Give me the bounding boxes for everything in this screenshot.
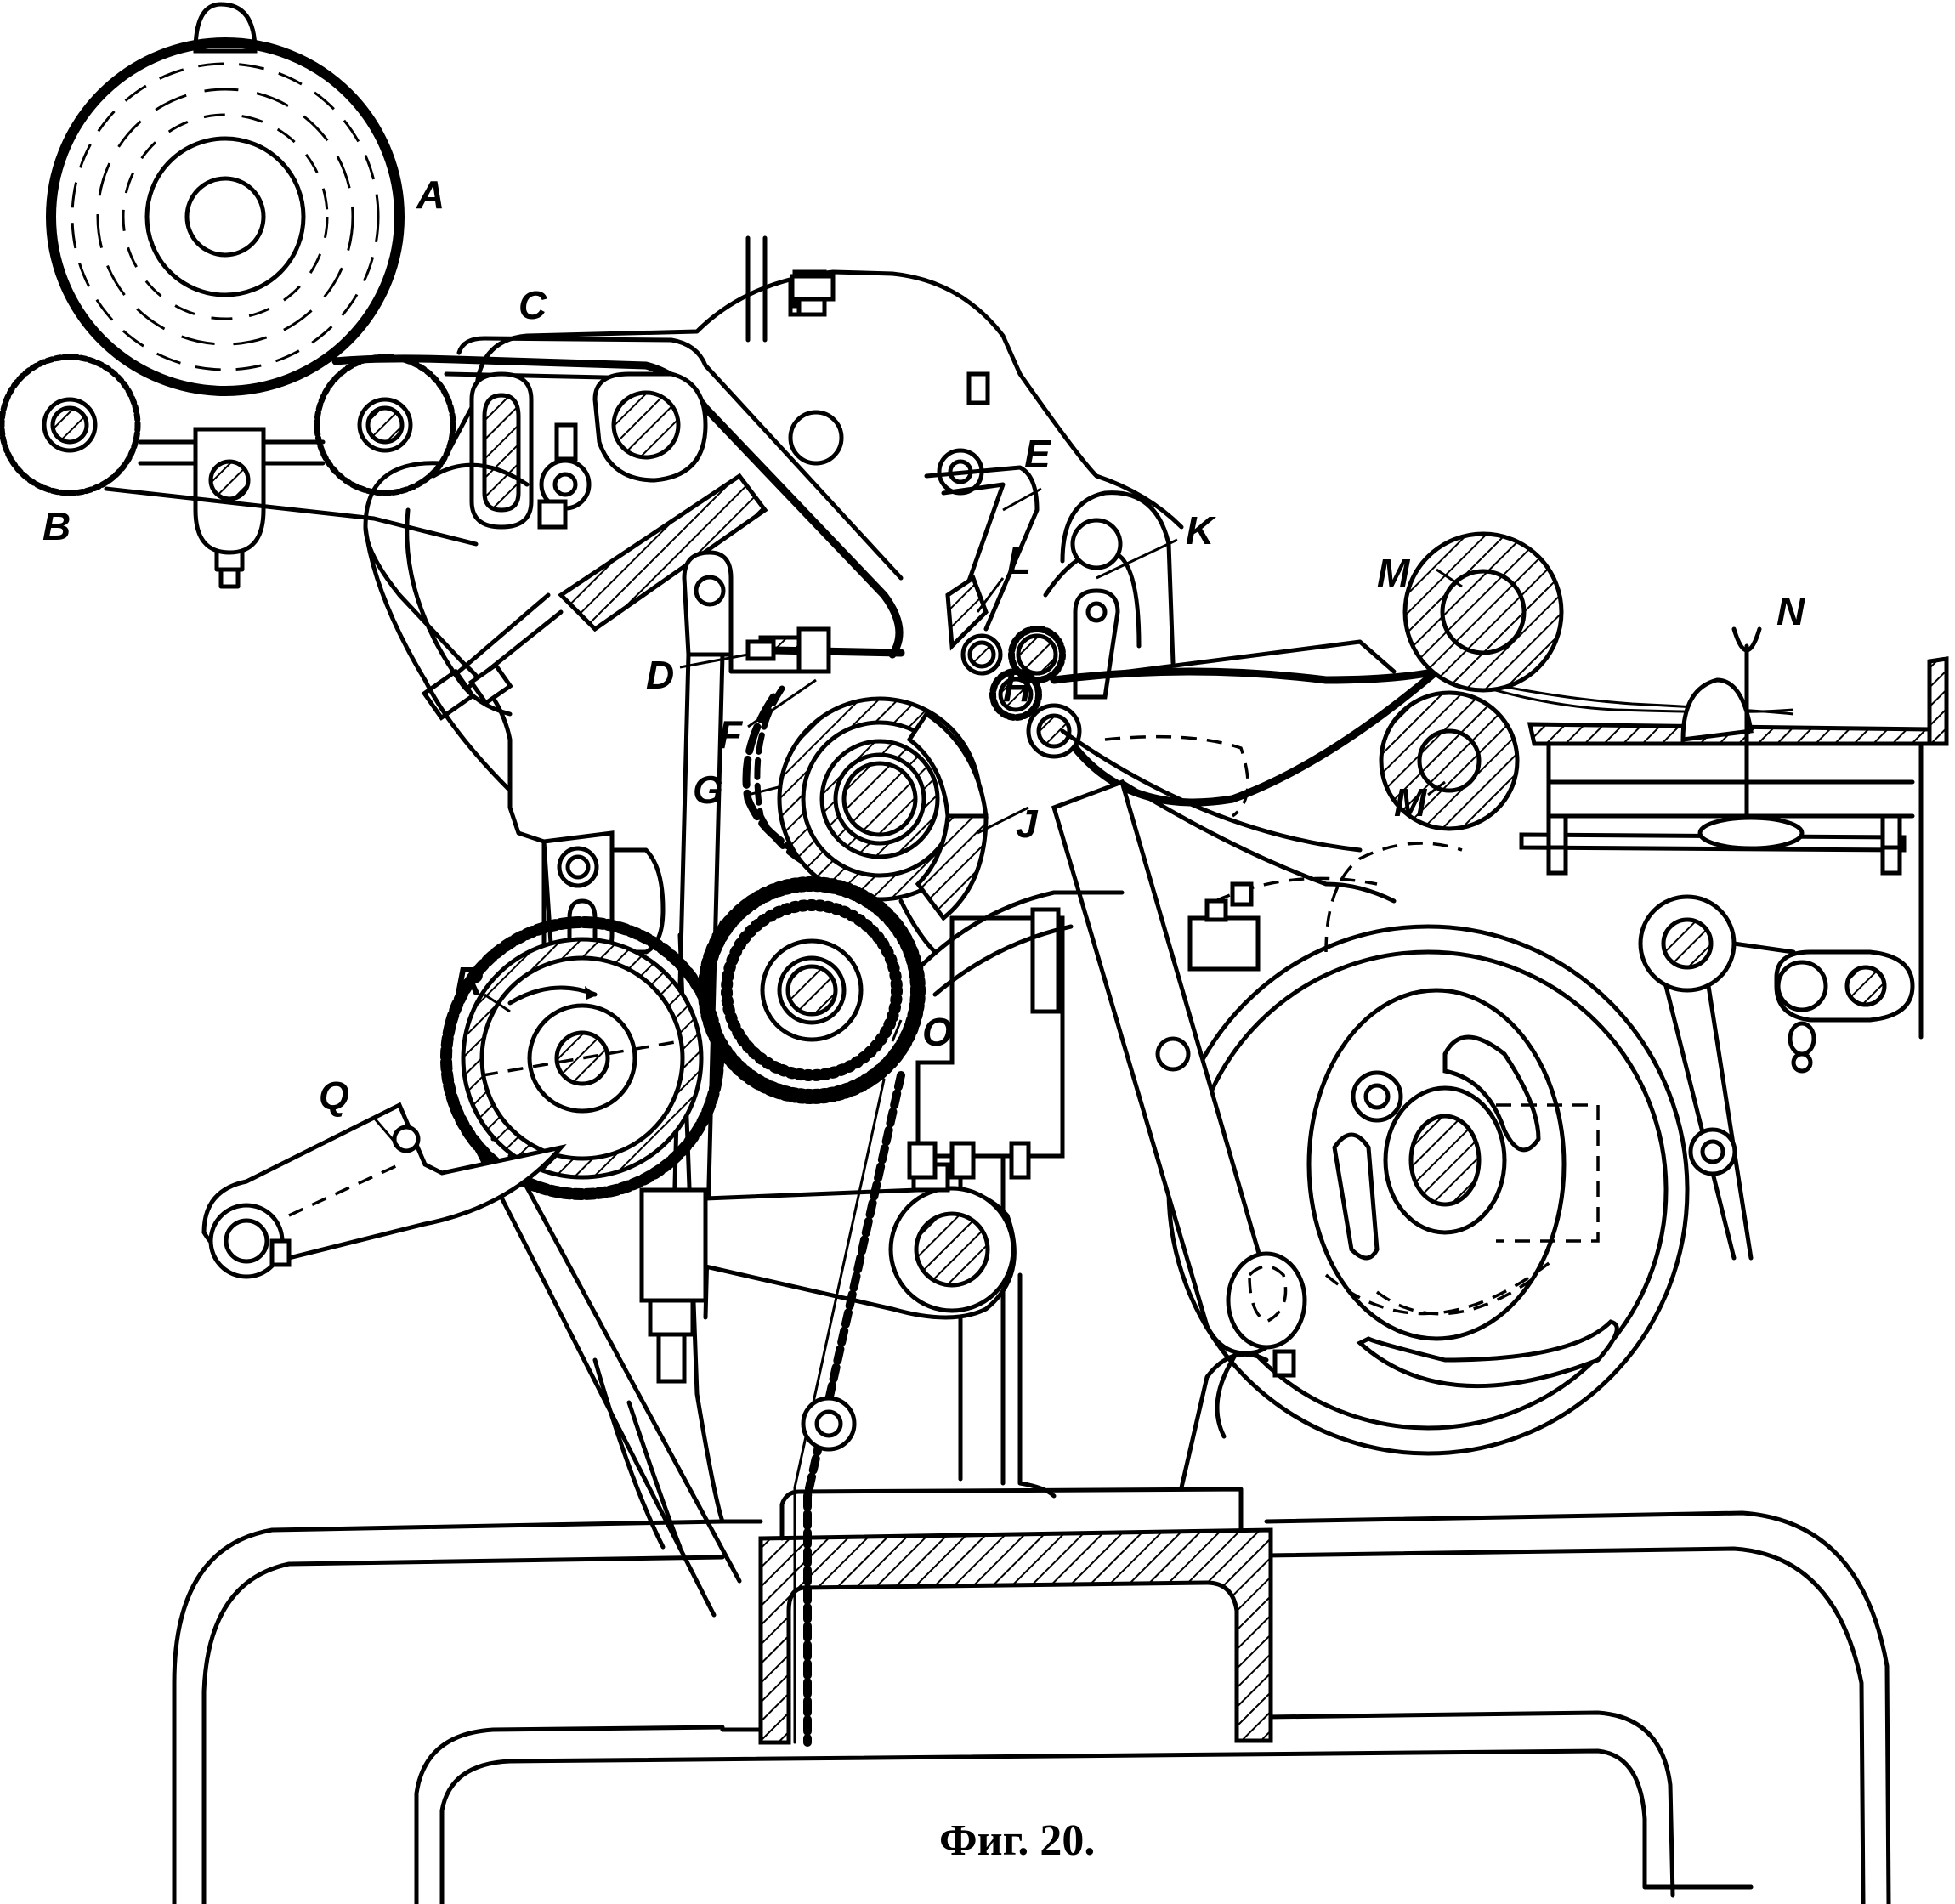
label-e: E (1024, 432, 1051, 476)
cam-bracket (915, 890, 1125, 997)
machine-base-stand (172, 1510, 1891, 1904)
knife-bar (745, 626, 905, 674)
roll-a (46, 2, 405, 396)
gear-r (440, 916, 724, 1200)
plate-j (898, 813, 989, 955)
drive-chain (793, 1071, 905, 1747)
top-adjusting-screw (790, 269, 836, 317)
label-leaders (372, 487, 1463, 1148)
cam-disc (1166, 842, 1690, 1456)
label-b: B (42, 504, 71, 548)
roll-holder-bracket (104, 427, 479, 589)
right-delivery-table (1519, 626, 1949, 1040)
lever-q (201, 1102, 567, 1279)
label-g: G (693, 768, 723, 812)
label-o: O (922, 1010, 953, 1054)
pedestal-section (720, 1487, 1273, 1745)
label-k: K (1186, 508, 1216, 552)
label-h: H (1003, 666, 1032, 710)
left-curved-arm (363, 462, 530, 793)
label-a: A (416, 173, 445, 217)
label-m-bottom: M (1394, 780, 1428, 824)
label-q: Q (319, 1074, 349, 1118)
label-d: D (646, 653, 674, 697)
label-n: N (1776, 589, 1805, 633)
slot-bracket (469, 371, 592, 530)
roller-b-right (314, 354, 456, 496)
cylinder-g (742, 685, 989, 902)
lever-e (924, 465, 1040, 651)
label-r: R (455, 959, 483, 1003)
roller-m-bottom (1379, 690, 1520, 831)
brush-o (698, 876, 926, 1104)
label-m-top: M (1377, 551, 1411, 595)
tension-spring-rod (421, 473, 768, 721)
connecting-rod (1051, 728, 1397, 1378)
roller-m-top (1402, 531, 1564, 693)
draft-rollers-h-k (960, 626, 1082, 759)
label-f: F (718, 712, 744, 756)
right-lever-links (1638, 894, 1915, 1261)
label-c: C (518, 283, 547, 327)
vertical-link (541, 830, 666, 972)
housing-k (1043, 490, 1176, 700)
lower-rocker-arm (639, 1162, 1017, 1384)
roller-b-left (0, 354, 141, 496)
figure-caption: Фиг. 20. (939, 1816, 1095, 1865)
label-j: J (1016, 802, 1039, 846)
label-l: L (1007, 538, 1031, 582)
